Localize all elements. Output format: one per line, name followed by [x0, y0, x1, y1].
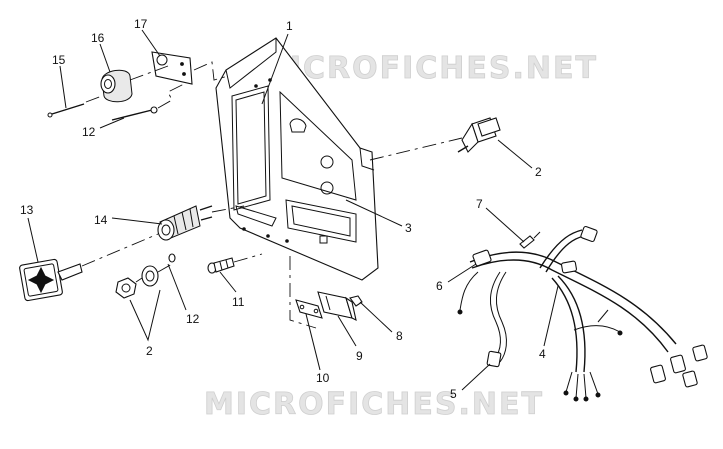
label-4: 4 [539, 347, 546, 361]
watermark-bottom: MICROFICHES.NET [204, 387, 544, 422]
leader-2-toggle [497, 139, 533, 169]
label-12-top: 12 [82, 125, 96, 139]
leader-17 [141, 29, 161, 57]
nut-8 [349, 295, 363, 307]
leader-3 [345, 199, 403, 227]
key-13 [19, 258, 83, 302]
label-2-toggle: 2 [535, 165, 542, 179]
nut-2 [115, 277, 137, 299]
pin-15 [47, 103, 85, 118]
dash-13 [81, 233, 159, 267]
leader-13 [27, 217, 39, 263]
label-12-bottom: 12 [186, 312, 200, 326]
label-5: 5 [450, 387, 457, 401]
switch-16 [100, 69, 133, 103]
watermark-top: MICROFICHES.NET [258, 51, 598, 86]
label-11: 11 [232, 295, 245, 309]
dash-11 [233, 253, 263, 263]
label-3: 3 [405, 221, 412, 235]
label-17: 17 [134, 17, 148, 31]
leader-7 [485, 207, 525, 243]
clamp-9 [317, 291, 357, 322]
bracket-17 [151, 51, 193, 85]
label-7: 7 [476, 197, 483, 211]
plate-10 [295, 299, 323, 319]
leader-2-lock [129, 289, 161, 342]
label-10: 10 [316, 371, 330, 385]
label-8: 8 [396, 329, 403, 343]
toggle-switch [457, 117, 501, 153]
dash-14 [211, 205, 245, 213]
label-2-lock: 2 [146, 344, 153, 358]
leader-1 [261, 33, 289, 105]
washer-2 [141, 265, 159, 287]
dash-toggle [369, 137, 463, 161]
leader-12-bottom [167, 263, 187, 311]
key-switch-14 [157, 205, 213, 241]
leader-6 [447, 263, 477, 283]
dash-17-panel [193, 61, 229, 81]
leader-4 [543, 285, 559, 347]
leader-15 [59, 65, 67, 109]
wiring-harness [457, 225, 708, 402]
leader-8 [359, 301, 393, 333]
bolt-11 [207, 257, 235, 274]
label-6: 6 [436, 279, 443, 293]
label-9: 9 [356, 349, 363, 363]
label-13: 13 [20, 203, 34, 217]
dash-bracket [289, 256, 317, 329]
leader-10 [305, 313, 321, 371]
label-1: 1 [286, 19, 293, 33]
dash-12-top [157, 83, 185, 109]
dash-washer [157, 263, 173, 273]
leader-5 [461, 363, 491, 391]
dash-nut [135, 277, 143, 283]
screw-12-top [111, 106, 158, 121]
leader-16 [99, 43, 111, 73]
leader-14 [111, 217, 163, 225]
dash-panel [215, 37, 379, 281]
leader-11 [219, 271, 237, 293]
label-16: 16 [91, 31, 105, 45]
label-14: 14 [94, 213, 108, 227]
dash-16 [85, 95, 103, 103]
dash-17 [129, 65, 169, 81]
label-15: 15 [52, 53, 66, 67]
leader-12-top [99, 117, 125, 129]
pin-12-bottom [168, 253, 176, 263]
leader-9 [337, 315, 357, 347]
